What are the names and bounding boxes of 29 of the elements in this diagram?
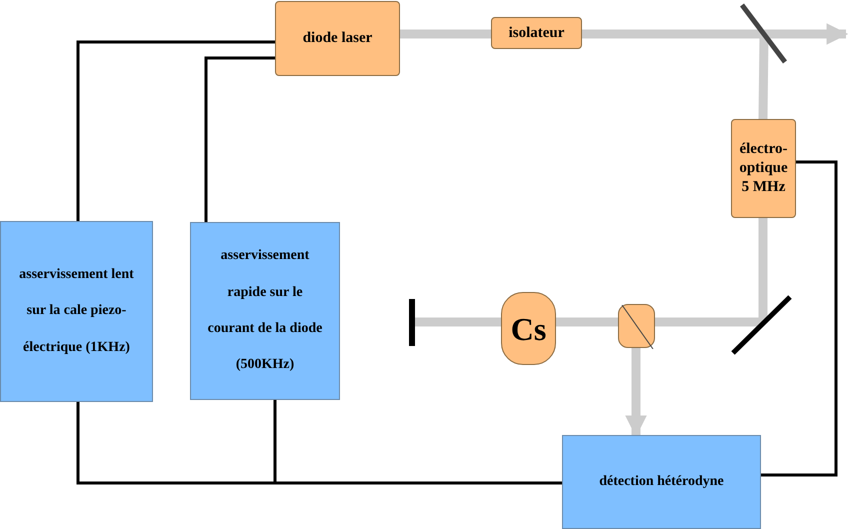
detection-box: [562, 435, 761, 529]
mirror: [740, 3, 787, 64]
wire: [204, 56, 275, 222]
servo-box: [190, 222, 340, 400]
laser-beam: [400, 30, 491, 38]
servo-box: [0, 221, 153, 402]
wire: [761, 160, 838, 476]
electro-optic-box: [731, 119, 796, 218]
end-mirror: [409, 299, 415, 346]
node-label: électro-optique 5 MHz: [738, 140, 789, 197]
node-label: diode laser: [302, 29, 372, 48]
cesium-cell: [501, 292, 556, 365]
node-label: asservissement rapide sur le courant de la diode (500KHz): [207, 247, 323, 374]
mirror: [731, 295, 792, 355]
beam-splitter: [618, 304, 655, 348]
laser-beam: [625, 348, 647, 438]
wire: [274, 400, 562, 484]
laser-beam: [415, 318, 501, 326]
laser-beam: [758, 218, 768, 322]
node-label: Cs: [510, 310, 546, 348]
diode-laser-box: [275, 1, 400, 76]
node-label: isolateur: [508, 24, 564, 42]
laser-beam: [764, 23, 848, 45]
wire: [76, 40, 275, 221]
laser-beam: [655, 318, 763, 326]
isolator-box: [491, 17, 582, 49]
laser-beam: [556, 318, 618, 326]
node-label: asservissement lent sur la cale piezo-électrique (1KHz): [18, 266, 135, 357]
node-label: détection hétérodyne: [599, 472, 724, 491]
